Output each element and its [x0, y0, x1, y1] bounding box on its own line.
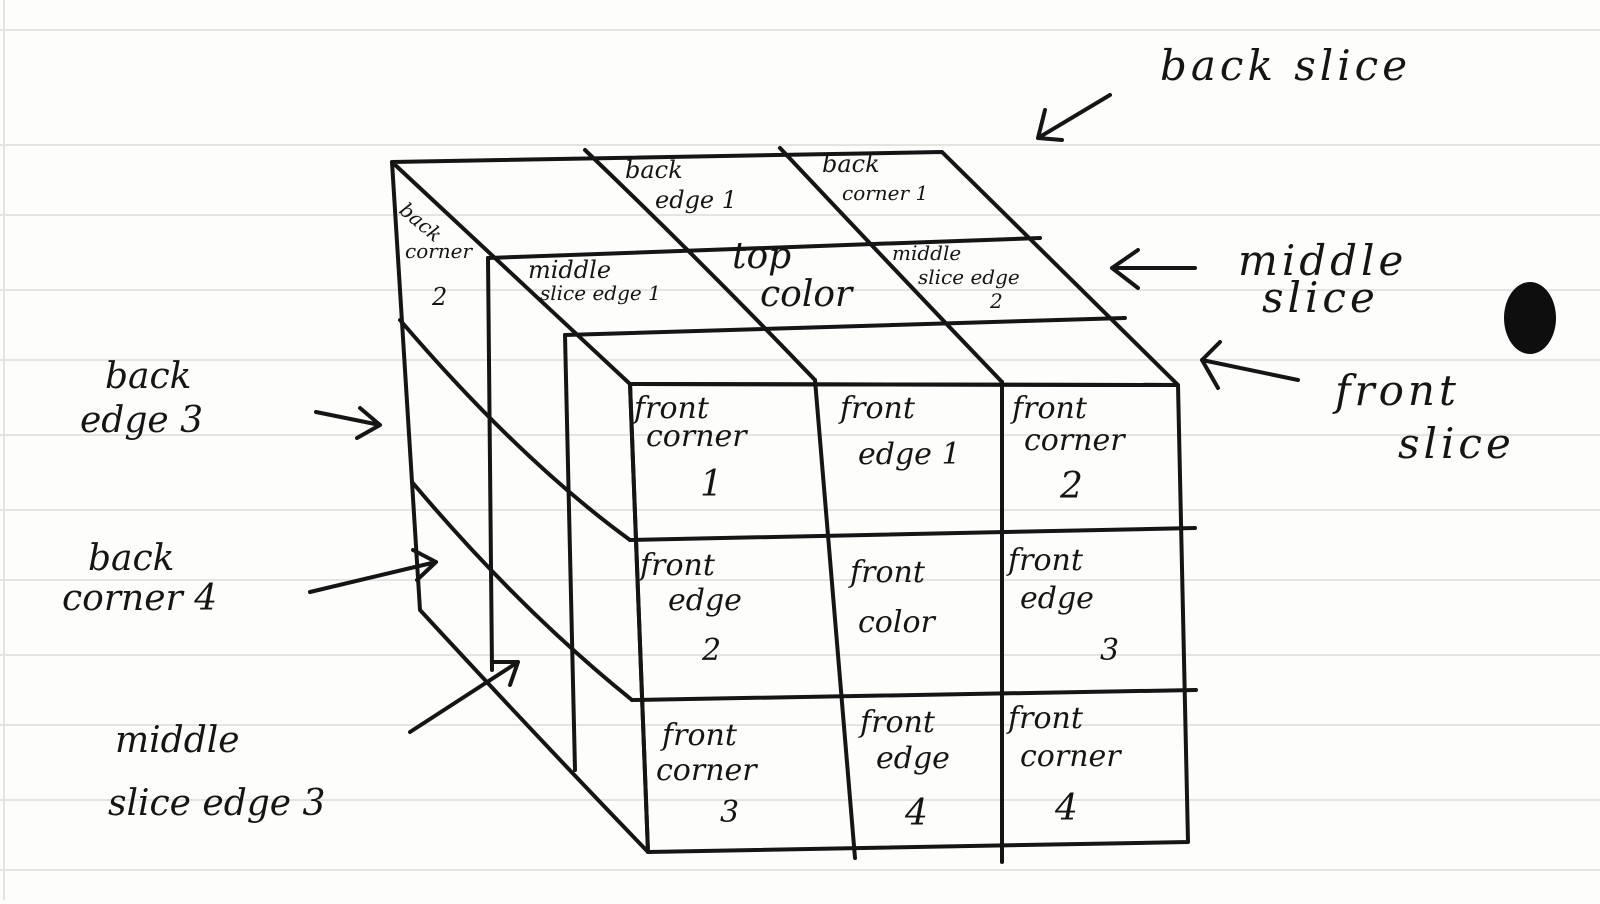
back-corner-1-line-2: corner 1 — [842, 181, 928, 205]
arrow-back-corner-4 — [308, 548, 438, 594]
middle-slice-label-line-2: slice — [1262, 273, 1379, 322]
front-edge-3-line-3: 3 — [1100, 633, 1119, 668]
front-corner-1-line-1: front — [632, 391, 710, 426]
front-slice-label-line-1: front — [1332, 366, 1460, 415]
back-edge-3-label-line-2: edge 3 — [80, 400, 203, 441]
front-corner-3-line-3: 3 — [720, 795, 739, 830]
front-corner-2-line-3: 2 — [1059, 466, 1083, 507]
front-edge-2-line-3: 2 — [701, 633, 721, 668]
top-color-line-1: top — [732, 236, 791, 277]
front-edge-1-line-2: edge 1 — [858, 437, 961, 472]
back-corner-2-line-2: corner — [405, 239, 474, 263]
side-row-line-2 — [410, 480, 634, 702]
front-edge-1-line-1: front — [838, 391, 916, 426]
front-col-line-1 — [813, 378, 857, 860]
back-corner-1-line-1: back — [822, 150, 880, 178]
front-color-line-1: front — [848, 555, 926, 590]
back-corner-2-line-3: 2 — [431, 283, 447, 311]
ink-blot — [1504, 282, 1556, 354]
side-col-line-2 — [563, 333, 577, 772]
front-edge-3-line-1: front — [1006, 543, 1084, 578]
front-edge-3-line-2: edge — [1020, 581, 1094, 616]
front-edge-2-line-1: front — [638, 548, 716, 583]
front-edge-4-line-2: edge — [876, 741, 950, 776]
front-corner-4-line-1: front — [1006, 701, 1084, 736]
front-corner-1-line-2: corner — [646, 419, 748, 454]
back-edge-1-line-1: back — [625, 156, 683, 184]
top-face-labels: back corner 2 back edge 1 back corner 1 … — [395, 150, 1020, 315]
cube-lines — [390, 146, 1198, 864]
middle-slice-edge-2-line-2: slice edge — [918, 265, 1020, 289]
middle-slice-edge-2-line-1: middle — [892, 241, 961, 265]
top-row-line-2 — [563, 316, 1127, 337]
front-corner-2-line-1: front — [1010, 391, 1088, 426]
middle-slice-label-line-1: middle — [1238, 236, 1407, 285]
back-corner-4-label-line-1: back — [88, 538, 174, 579]
back-edge-1-line-2: edge 1 — [655, 186, 737, 214]
front-corner-4-line-3: 4 — [1054, 788, 1078, 829]
arrow-back-slice — [1036, 93, 1112, 142]
top-col-line-2 — [778, 146, 1004, 384]
arrow-back-edge-3 — [314, 406, 382, 440]
front-corner-3-line-2: corner — [656, 753, 758, 788]
back-slice-label: back slice — [1160, 41, 1411, 90]
arrow-middle-slice — [1110, 248, 1197, 290]
front-corner-4-line-2: corner — [1020, 739, 1122, 774]
front-edge-4-line-3: 4 — [904, 793, 928, 834]
side-row-line-1 — [398, 318, 632, 542]
front-face-labels: front corner 1 front edge 1 front corner… — [632, 391, 1126, 834]
top-col-line-1 — [583, 148, 817, 382]
front-edge-2-line-2: edge — [668, 583, 742, 618]
front-face-outline — [628, 382, 1190, 854]
middle-slice-edge-3-label-line-1: middle — [115, 720, 240, 761]
arrow-middle-slice-edge-3 — [408, 660, 520, 734]
front-corner-3-line-1: front — [660, 718, 738, 753]
middle-slice-edge-1-line-1: middle — [528, 256, 611, 284]
front-row-line-1 — [628, 526, 1197, 542]
middle-slice-edge-1-line-2: slice edge 1 — [540, 281, 661, 305]
top-row-line-1 — [486, 236, 1042, 260]
side-face-outline — [390, 160, 650, 854]
side-col-line-1 — [486, 256, 494, 672]
front-corner-1-line-3: 1 — [700, 464, 723, 505]
arrows — [308, 93, 1300, 734]
front-edge-4-line-1: front — [858, 705, 936, 740]
callout-labels: back slice middle slice front slice back… — [62, 41, 1515, 824]
back-edge-3-label-line-1: back — [105, 356, 191, 397]
front-corner-2-line-2: corner — [1024, 423, 1126, 458]
front-slice-label-line-2: slice — [1398, 419, 1515, 468]
middle-slice-edge-2-line-3: 2 — [989, 289, 1003, 313]
front-row-line-2 — [630, 688, 1198, 702]
back-corner-4-label-line-2: corner 4 — [62, 578, 217, 619]
middle-slice-edge-3-label-line-2: slice edge 3 — [108, 783, 325, 824]
top-color-line-2: color — [760, 274, 854, 315]
arrow-front-slice — [1200, 340, 1300, 390]
front-color-line-2: color — [858, 605, 937, 640]
